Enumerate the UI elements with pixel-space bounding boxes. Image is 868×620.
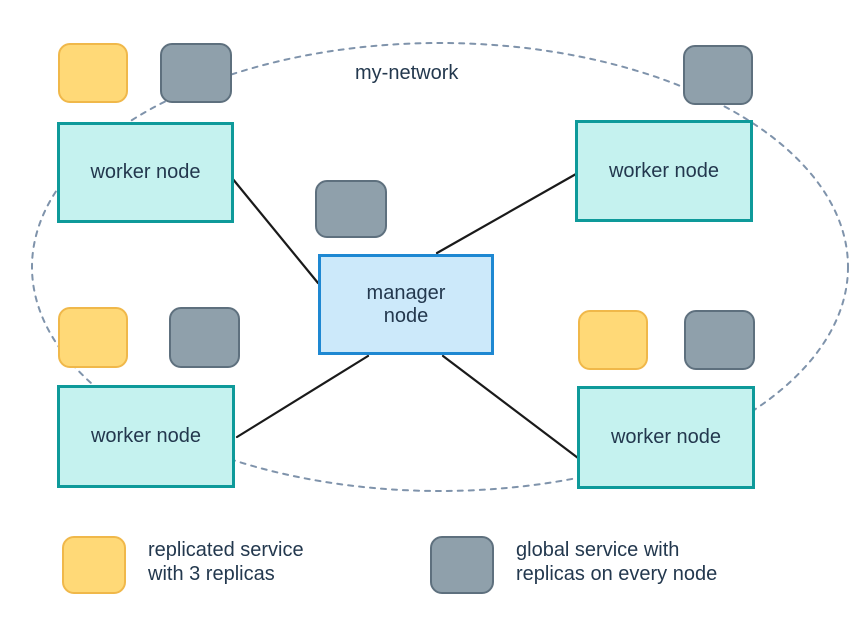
node-label: worker node: [608, 159, 720, 182]
legend-swatch-global: [430, 536, 494, 594]
badge-replicated-top-left[interactable]: [58, 43, 128, 103]
connector-line: [435, 172, 578, 255]
legend-label: replicated service with 3 replicas: [148, 539, 304, 586]
node-worker-top-left[interactable]: worker node: [57, 122, 234, 223]
node-worker-bottom-right[interactable]: worker node: [577, 386, 755, 489]
connector-line: [235, 354, 370, 439]
legend-label: global service with replicas on every no…: [516, 539, 718, 586]
connector-lines: [230, 172, 580, 460]
legend-replicated: replicated service with 3 replicas: [62, 536, 304, 594]
badge-global-top-left[interactable]: [160, 43, 232, 103]
legend-swatch-replicated: [62, 536, 126, 594]
badge-global-bottom-left[interactable]: [169, 307, 240, 368]
network-boundary-ellipse: [31, 42, 849, 492]
node-worker-top-right[interactable]: worker node: [575, 120, 753, 222]
connector-line: [441, 354, 580, 460]
node-label: manager node: [366, 282, 446, 327]
legend-global: global service with replicas on every no…: [430, 536, 717, 594]
badge-replicated-bottom-left[interactable]: [58, 307, 128, 368]
badge-replicated-bottom-right[interactable]: [578, 310, 648, 370]
node-manager[interactable]: manager node: [318, 254, 494, 355]
connector-line: [230, 176, 320, 285]
node-label: worker node: [610, 426, 722, 449]
badge-global-center[interactable]: [315, 180, 387, 238]
node-worker-bottom-left[interactable]: worker node: [57, 385, 235, 488]
network-title-label: my-network: [355, 62, 459, 84]
node-label: worker node: [90, 161, 201, 184]
node-label: worker node: [90, 425, 202, 448]
badge-global-bottom-right[interactable]: [684, 310, 755, 370]
badge-global-top-right[interactable]: [683, 45, 753, 105]
